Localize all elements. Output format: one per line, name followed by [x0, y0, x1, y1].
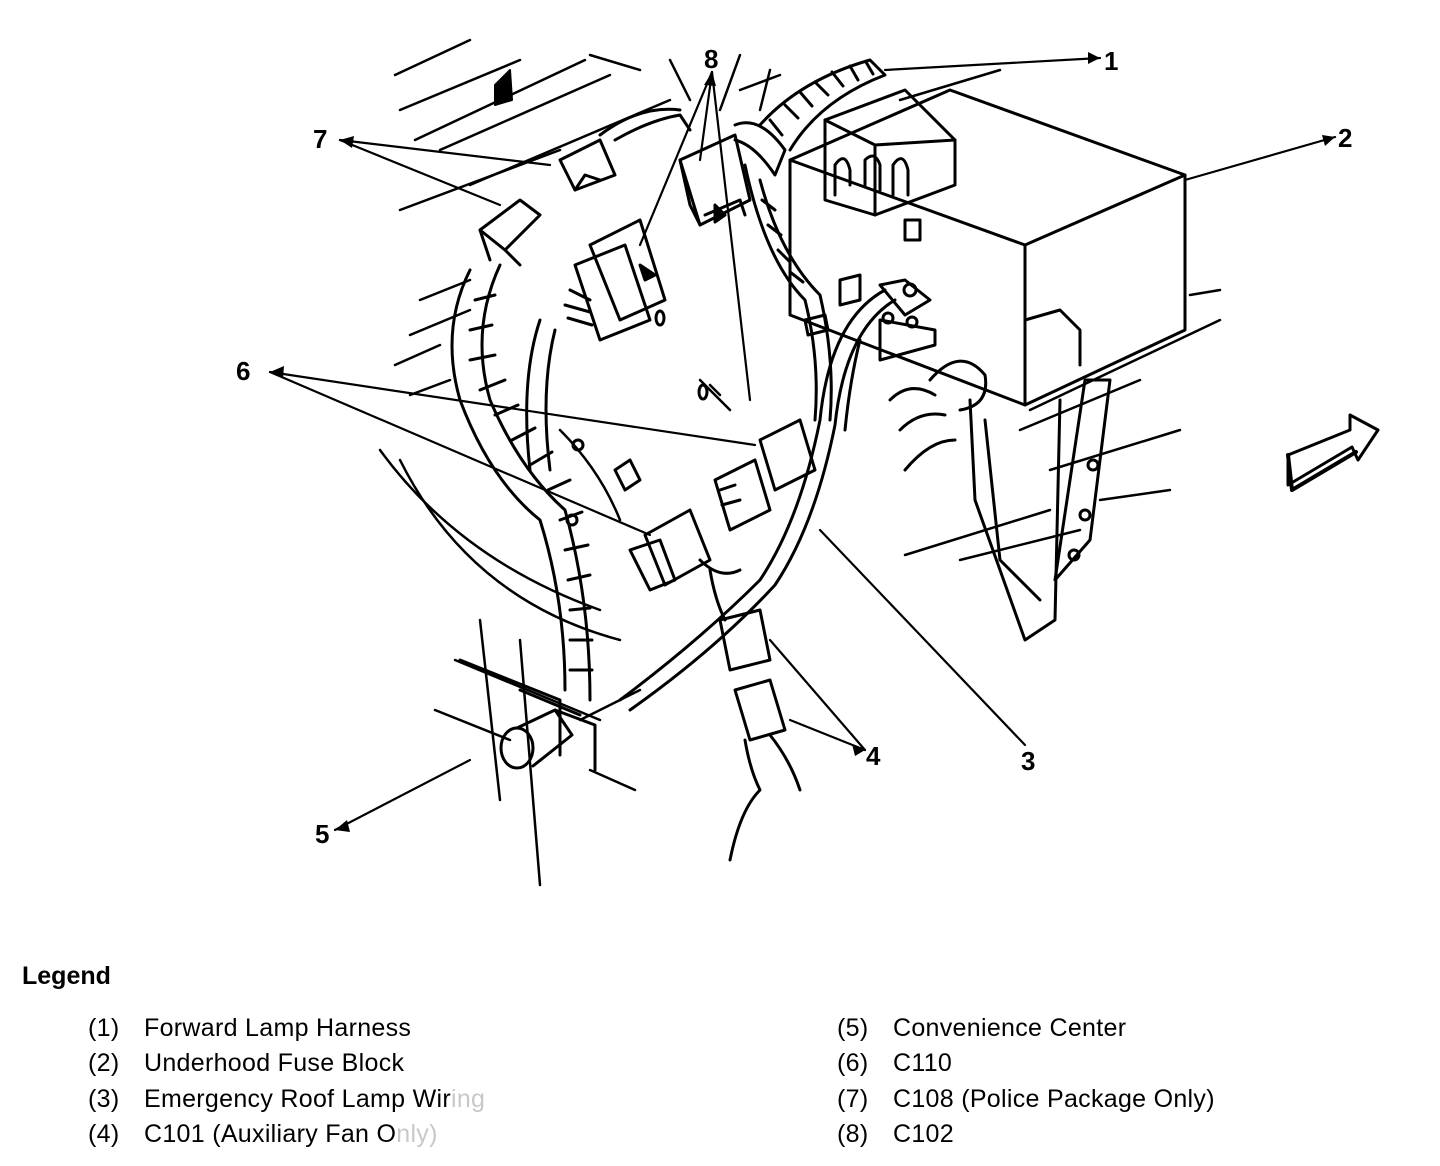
legend-label: C101 (Auxiliary Fan O — [144, 1120, 397, 1148]
direction-arrow-icon — [1286, 413, 1380, 492]
legend-number: (7) — [837, 1085, 869, 1113]
leader-8a — [638, 70, 714, 247]
connector-c108 — [478, 107, 692, 267]
warning-triangle-icon — [494, 69, 513, 106]
leader-1 — [883, 56, 1102, 72]
legend-label: C102 — [893, 1120, 954, 1148]
callout-7: 7 — [313, 124, 327, 154]
legend-label: C110 — [893, 1049, 953, 1077]
legend-number: (2) — [88, 1049, 120, 1077]
callout-labels: 1 2 3 4 5 6 7 8 — [236, 44, 1352, 849]
callout-2: 2 — [1338, 123, 1352, 153]
leader-7b — [338, 138, 502, 207]
legend-label: Convenience Center — [893, 1014, 1127, 1042]
legend-number: (6) — [837, 1049, 869, 1077]
legend-item: (3) Emergency Roof Lamp Wiring — [88, 1085, 485, 1114]
legend-item: (4) C101 (Auxiliary Fan Only) — [88, 1120, 438, 1149]
callout-6: 6 — [236, 356, 250, 386]
emergency-roof-lamp-wiring — [618, 288, 897, 712]
convenience-center — [458, 658, 597, 772]
callout-1: 1 — [1104, 46, 1118, 76]
callout-8: 8 — [704, 44, 718, 74]
callout-4: 4 — [866, 741, 881, 771]
legend-number: (5) — [837, 1014, 869, 1042]
legend-item: (8) C102 — [837, 1120, 954, 1149]
legend-number: (3) — [88, 1085, 120, 1113]
forward-lamp-harness — [733, 58, 887, 422]
connector-c102 — [563, 133, 752, 342]
legend-number: (1) — [88, 1014, 120, 1042]
underhood-fuse-block — [788, 88, 1187, 642]
leader-4a — [768, 638, 867, 752]
leader-6b — [268, 370, 652, 537]
connector-c101 — [698, 558, 802, 862]
leader-8b — [710, 70, 752, 402]
legend-label: Forward Lamp Harness — [144, 1014, 412, 1042]
connector-c110 — [628, 418, 817, 592]
harness-diagram: 1 2 3 4 5 6 7 8 — [236, 38, 1380, 887]
legend-label-faded: ing — [451, 1085, 486, 1113]
terminal-studs — [565, 273, 988, 527]
legend-item: (5) Convenience Center — [837, 1014, 1126, 1043]
leader-7a — [338, 138, 552, 167]
callout-3: 3 — [1021, 746, 1035, 776]
legend-label: C108 (Police Package Only) — [893, 1085, 1215, 1113]
legend-title: Legend — [22, 962, 111, 990]
legend-item: (6) C110 — [837, 1049, 952, 1078]
leader-8c — [698, 70, 714, 162]
leader-lines — [268, 56, 1337, 832]
vehicle-structure — [378, 38, 1222, 887]
leader-3 — [818, 528, 1027, 747]
lower-harness — [450, 263, 594, 702]
leader-2 — [1183, 135, 1337, 182]
legend-item: (7) C108 (Police Package Only) — [837, 1085, 1215, 1114]
legend-number: (4) — [88, 1120, 120, 1148]
leader-5 — [333, 758, 472, 832]
legend-label: Underhood Fuse Block — [144, 1049, 405, 1077]
legend-number: (8) — [837, 1120, 869, 1148]
leader-6a — [268, 370, 757, 447]
legend-item: (2) Underhood Fuse Block — [88, 1049, 404, 1078]
legend-label: Emergency Roof Lamp Wir — [144, 1085, 451, 1113]
leader-arrowheads — [270, 52, 1335, 832]
legend-label-faded: nly) — [396, 1120, 438, 1148]
callout-5: 5 — [315, 819, 329, 849]
legend-item: (1) Forward Lamp Harness — [88, 1014, 411, 1043]
